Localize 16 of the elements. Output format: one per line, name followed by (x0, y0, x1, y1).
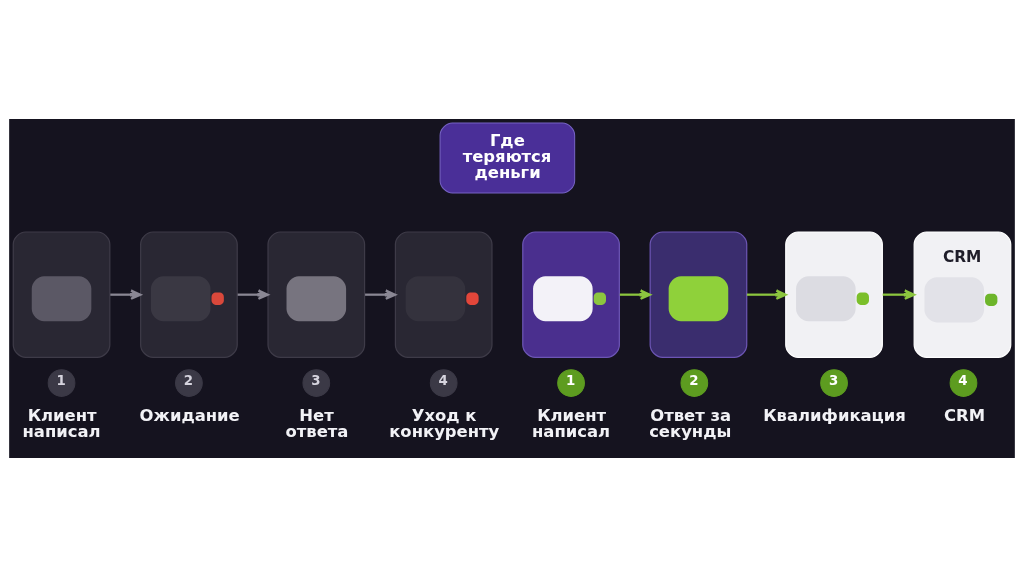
node-label: 3 (311, 372, 321, 388)
node-label: Уход к конкуренту (389, 405, 500, 441)
node-label: CRM (943, 405, 986, 425)
node-label: 1 (565, 372, 576, 388)
node-label: 3 (828, 372, 839, 388)
node-label: Клиент написал (532, 405, 611, 441)
node-label: 2 (183, 372, 194, 388)
node-label: Клиент написал (22, 405, 101, 441)
node-label: Ожидание (139, 405, 240, 425)
node-label: 2 (689, 372, 699, 388)
node-label: Ответ за секунды (649, 405, 732, 441)
node-label: Нет ответа (285, 405, 349, 441)
node-label: Квалификация (763, 405, 906, 425)
node-label: 4 (438, 372, 448, 388)
node-label: 1 (56, 372, 66, 388)
node-label: 4 (958, 372, 968, 388)
